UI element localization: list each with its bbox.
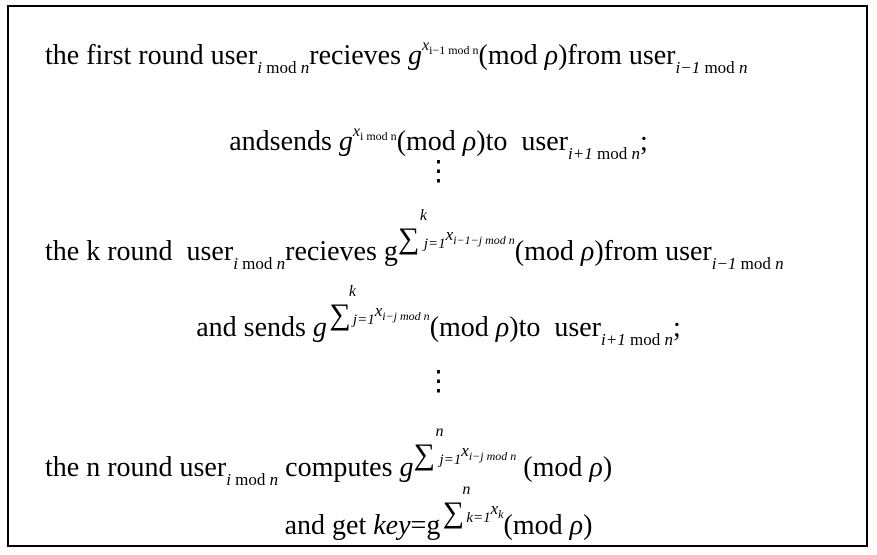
subscript: i mod n	[257, 58, 310, 77]
text: the first round user	[45, 40, 258, 71]
text: and sends	[196, 312, 313, 343]
text: (mod	[396, 126, 463, 157]
text: (mod	[516, 452, 590, 483]
text: (mod	[503, 510, 570, 541]
text: )	[602, 452, 613, 483]
line-first-round-receive: the first round useri mod nrecieves gxi−…	[45, 37, 748, 77]
subscript: i+1 mod n	[601, 330, 673, 349]
rho: ρ	[544, 40, 559, 71]
exponent: j=1xi−1−j mod n	[423, 225, 515, 252]
rho: ρ	[569, 510, 584, 541]
text: )from user	[558, 40, 676, 71]
text: )to user	[509, 312, 602, 343]
summation: ∑n	[413, 423, 444, 471]
text: ;	[672, 312, 681, 343]
text: andsends	[229, 126, 339, 157]
text: ;	[639, 126, 648, 157]
summation: ∑k	[397, 207, 427, 255]
text: (mod	[429, 312, 496, 343]
subscript: i mod n	[233, 254, 286, 273]
base-g: g	[338, 126, 353, 157]
summation: ∑n	[442, 481, 471, 529]
rho: ρ	[462, 126, 477, 157]
text: (mod	[514, 236, 581, 267]
text: =	[410, 510, 427, 541]
base-g: g	[383, 236, 398, 267]
exponent: j=1xi−j mod n	[352, 301, 430, 328]
key-variable: key	[373, 510, 411, 541]
rho: ρ	[589, 452, 603, 483]
text: recieves	[285, 236, 384, 267]
base-g: g	[407, 40, 422, 71]
text: the k round user	[45, 236, 234, 267]
text: the n round user	[45, 452, 227, 483]
exponent: xi−1 mod n	[421, 37, 479, 57]
text: and get	[284, 510, 374, 541]
subscript: i−1 mod n	[675, 58, 748, 77]
vertical-ellipsis: ⋮	[424, 366, 453, 397]
text: computes	[278, 452, 400, 483]
text: (mod	[478, 40, 545, 71]
text: )to user	[476, 126, 569, 157]
summation: ∑k	[329, 283, 357, 331]
line-first-round-send: andsends gxi mod n(mod ρ)to useri+1 mod …	[0, 123, 877, 163]
subscript: i+1 mod n	[568, 144, 640, 163]
exponent: k=1xk	[466, 499, 504, 526]
subscript: i mod n	[226, 470, 279, 489]
rho: ρ	[495, 312, 510, 343]
text: )	[583, 510, 593, 541]
base-g: g	[312, 312, 327, 343]
text: )from user	[594, 236, 712, 267]
exponent: xi mod n	[352, 123, 397, 143]
text: recieves	[309, 40, 408, 71]
subscript: i−1 mod n	[711, 254, 784, 273]
base-g: g	[399, 452, 414, 483]
document-frame	[7, 5, 868, 547]
rho: ρ	[580, 236, 595, 267]
base-g: g	[426, 510, 441, 541]
exponent: j=1xi−j mod n	[439, 441, 517, 468]
vertical-ellipsis: ⋮	[424, 156, 453, 187]
